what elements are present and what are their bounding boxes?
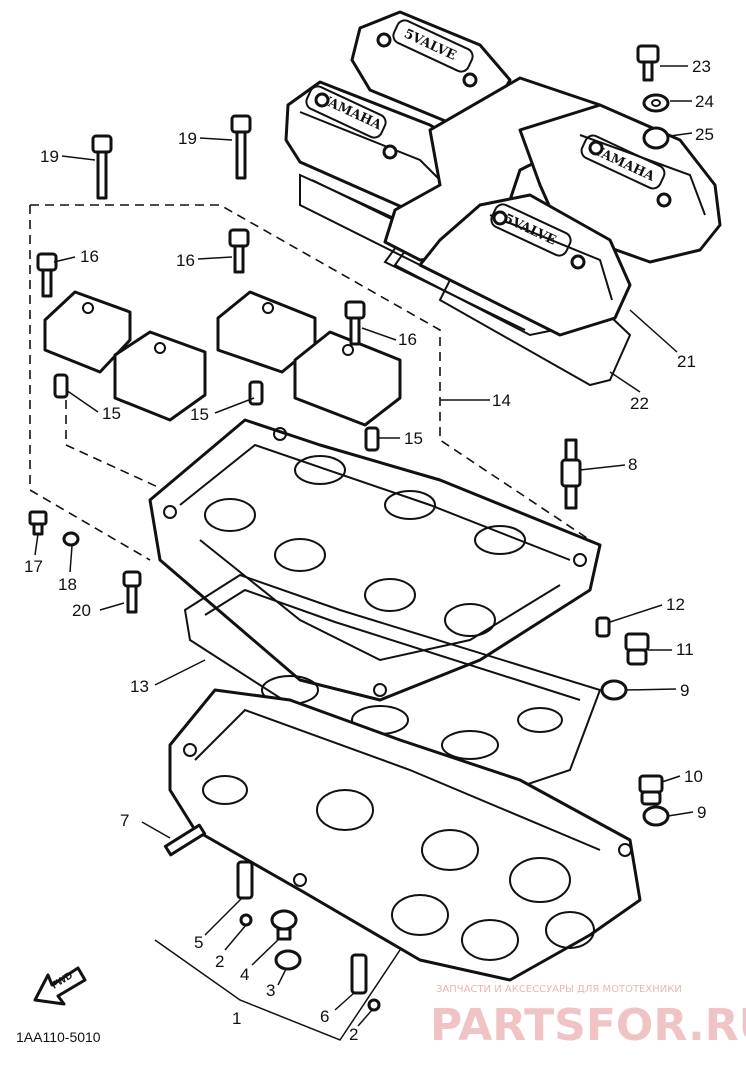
callout-10: 10 [684, 767, 703, 786]
bolt-16-middle [228, 228, 250, 274]
callout-8: 8 [628, 455, 637, 474]
callout-15-right: 15 [404, 429, 423, 448]
callout-2-right: 2 [349, 1025, 358, 1044]
watermark: ЗАПЧАСТИ И АКСЕССУАРЫ ДЛЯ МОТОТЕХНИКИ PA… [430, 984, 746, 1051]
callout-9-lower: 9 [697, 803, 706, 822]
callout-16-right: 16 [398, 330, 417, 349]
washer-24 [642, 93, 670, 113]
watermark-caption: ЗАПЧАСТИ И АКСЕССУАРЫ ДЛЯ МОТОТЕХНИКИ [436, 984, 682, 995]
callout-1: 1 [232, 1009, 241, 1028]
callout-20: 20 [72, 601, 91, 620]
catalog-code: 1AA110-5010 [16, 1029, 101, 1045]
callout-14: 14 [492, 391, 511, 410]
stud-5 [236, 860, 254, 900]
callout-5: 5 [194, 933, 203, 952]
callout-7: 7 [120, 811, 129, 830]
damper-25 [642, 126, 670, 150]
watermark-brand: PARTSFOR.RU [430, 1000, 746, 1051]
callout-19-right: 19 [178, 129, 197, 148]
dowel-pin-15-middle [248, 380, 264, 406]
fwd-arrow-icon: FWD [33, 966, 87, 1006]
gasket-9-upper [600, 679, 628, 701]
callout-13: 13 [130, 677, 149, 696]
callout-25: 25 [695, 125, 714, 144]
bolt-20 [122, 570, 142, 614]
callout-12: 12 [666, 595, 685, 614]
callout-3: 3 [266, 981, 275, 1000]
gasket-9-lower [642, 805, 670, 827]
stud-7 [163, 823, 207, 857]
cylinder-head-lower [168, 688, 642, 982]
dowel-pin-15-left [53, 373, 69, 399]
camshaft-cap-right [216, 290, 402, 427]
spark-plug-8 [560, 438, 582, 510]
callout-19-left: 19 [40, 147, 59, 166]
plug-11 [624, 632, 650, 666]
washer-3 [274, 949, 302, 971]
callout-16-middle: 16 [176, 251, 195, 270]
callout-4: 4 [240, 965, 249, 984]
callout-18: 18 [58, 575, 77, 594]
bolt-16-right [344, 300, 366, 346]
cylinder-head-upper [148, 418, 602, 702]
callout-11: 11 [676, 640, 694, 659]
callout-23: 23 [692, 57, 711, 76]
callout-24: 24 [695, 92, 714, 111]
stud-6 [350, 953, 368, 995]
screw-17 [28, 510, 48, 536]
bolt-4 [270, 909, 298, 941]
bolt-16-left [36, 252, 58, 298]
dowel-12 [595, 616, 611, 638]
dowel-pin-15-right [364, 426, 380, 452]
callout-2-left: 2 [215, 952, 224, 971]
callout-numbers: 23 24 25 19 19 16 16 16 15 15 15 14 21 2… [24, 57, 714, 1044]
dowel-2-left [239, 913, 253, 927]
callout-22: 22 [630, 394, 649, 413]
cover-lower-lobe [418, 193, 632, 337]
callout-6: 6 [320, 1007, 329, 1026]
washer-18 [62, 531, 80, 547]
callout-15-middle: 15 [190, 405, 209, 424]
dowel-2-right [367, 998, 381, 1012]
callout-21: 21 [677, 352, 696, 371]
callout-15-left: 15 [102, 404, 121, 423]
callout-16-left: 16 [80, 247, 99, 266]
camshaft-cap-left [43, 290, 207, 422]
plug-10 [638, 774, 664, 806]
callout-17: 17 [24, 557, 43, 576]
head-gasket-13 [183, 573, 602, 802]
bolt-19-left [91, 134, 113, 200]
cover-bolt-23 [636, 44, 660, 82]
bolt-19-right [230, 114, 252, 180]
leader-lines [34, 65, 694, 1041]
callout-9-upper: 9 [680, 681, 689, 700]
